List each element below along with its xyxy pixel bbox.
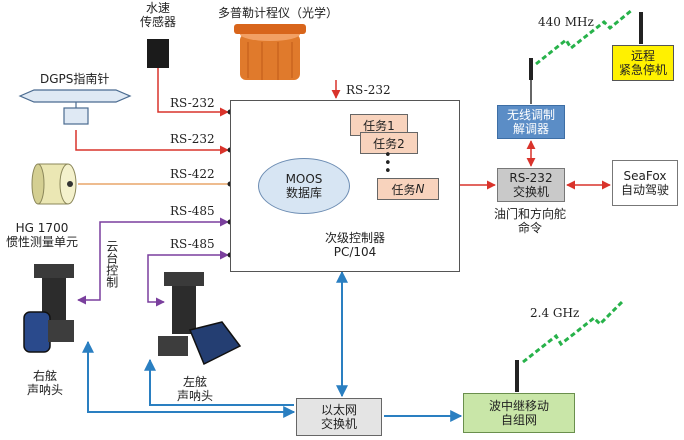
antenna-440-mast: [529, 58, 533, 80]
antenna-24-mast: [515, 360, 519, 392]
task-ellipsis: •••: [384, 148, 392, 179]
dgps-label: DGPS指南针: [40, 72, 110, 86]
water-speed-label: 水速 传感器: [140, 1, 177, 29]
rs485-left-link: [147, 250, 229, 307]
rs232-water-label: RS-232: [170, 96, 215, 110]
rs422-imu-label: RS-422: [170, 167, 215, 181]
throttle-rudder-label: 油门和方向舵 命令: [493, 207, 566, 235]
doppler-label: 多普勒计程仪（光学）: [218, 6, 339, 20]
rs485-a-label: RS-485: [170, 204, 215, 218]
mesh-network-box: 波中继移动 自组网: [463, 393, 575, 433]
left-sonar-icon: [158, 272, 242, 366]
radio-modem-box: 无线调制 解调器: [497, 105, 565, 139]
moos-database: MOOS 数据库: [258, 158, 350, 214]
mesh-frequency-label: 2.4 GHz: [530, 306, 580, 320]
task-1: 任务1: [350, 114, 408, 136]
ethernet-switch-box: 以太网 交换机: [296, 398, 382, 436]
remote-estop-box: 远程 紧急停机: [612, 45, 674, 81]
rs485-b-label: RS-485: [170, 237, 215, 251]
signal-440-bolt: [535, 8, 633, 66]
antenna-estop-mast: [639, 12, 643, 44]
dgps-link: [75, 130, 229, 155]
imu-label: HG 1700 惯性测量单元: [5, 221, 78, 249]
rs485-right-link: [77, 217, 229, 305]
dgps-compass-icon: [18, 89, 132, 125]
rs232-doppler-label: RS-232: [346, 83, 391, 97]
radio-frequency-label: 440 MHz: [538, 15, 594, 29]
imu-device-icon: [31, 163, 77, 205]
right-sonar-ethernet-link: [82, 340, 296, 418]
left-sonar-label: 左舷 声呐头: [176, 375, 213, 403]
right-sonar-label: 右舷 声呐头: [26, 369, 63, 397]
left-sonar-ethernet-link: [144, 358, 294, 406]
doppler-device-icon: [234, 24, 306, 80]
pan-tilt-control-label: 云台控制: [104, 240, 119, 288]
seafox-autopilot-box: SeaFox 自动驾驶: [612, 160, 678, 206]
right-sonar-icon: [23, 264, 74, 353]
rs232-dgps-label: RS-232: [170, 132, 215, 146]
task-2: 任务2: [360, 132, 418, 154]
controller-label: 次级控制器 PC/104: [324, 231, 385, 259]
rs232-switch-box: RS-232 交换机: [497, 168, 565, 202]
water-speed-sensor-icon: [147, 39, 169, 68]
signal-24-bolt: [522, 298, 626, 364]
water-speed-link: [157, 68, 229, 117]
